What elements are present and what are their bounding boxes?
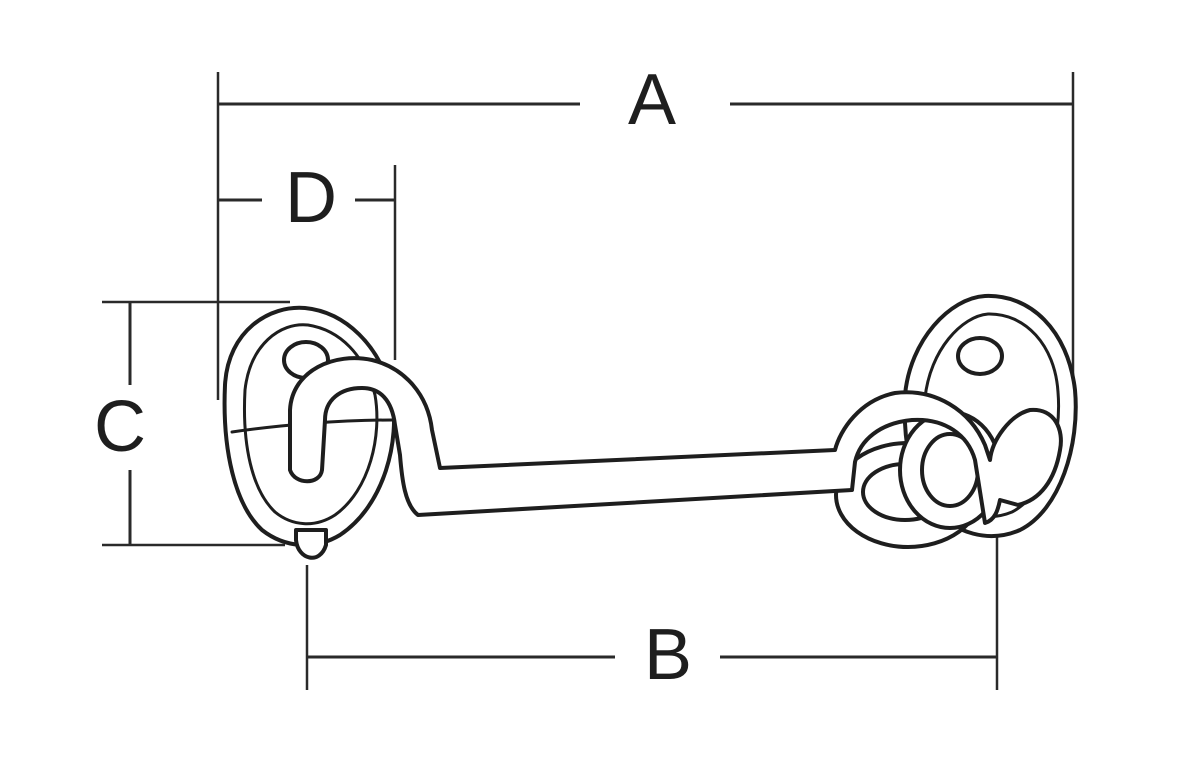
- hook-bar: [288, 356, 1063, 525]
- dimension-b-label: B: [644, 615, 692, 695]
- dimension-d: D: [218, 158, 395, 238]
- dimension-a-label: A: [628, 60, 676, 140]
- right-screw-hole: [956, 336, 1004, 376]
- dimension-c-label: C: [94, 387, 146, 467]
- dimension-b: B: [307, 615, 997, 695]
- dimension-a: A: [218, 60, 1073, 140]
- left-plate-tab: [294, 528, 328, 560]
- hook-shank: [288, 356, 1063, 525]
- dimension-c: C: [94, 302, 146, 545]
- dimension-d-label: D: [285, 158, 337, 238]
- left-plate-inner-rim: [243, 323, 379, 526]
- extension-lines: [102, 72, 1075, 690]
